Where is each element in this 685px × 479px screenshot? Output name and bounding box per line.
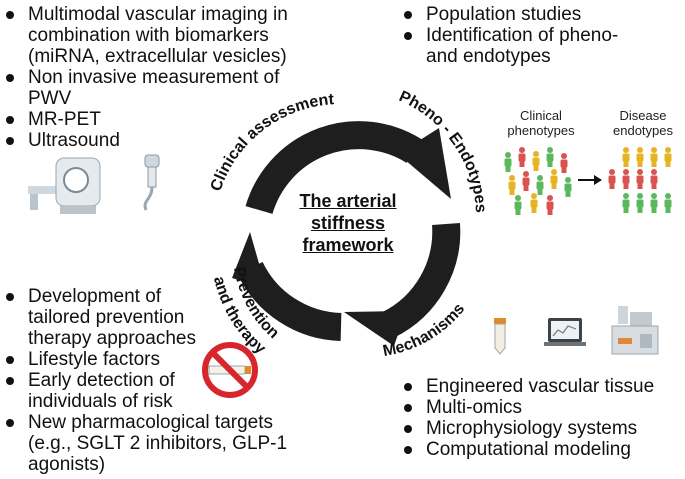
person-icon xyxy=(518,147,526,167)
clinical-assessment-list: Multimodal vascular imaging in combinati… xyxy=(4,4,334,151)
phenotype-arrow-icon xyxy=(578,175,602,185)
pheno-endotypes-list: Population studies Identification of phe… xyxy=(402,4,682,67)
list-item: Ultrasound xyxy=(4,130,334,151)
lab-instrument-icon xyxy=(611,306,659,355)
center-title: The arterial stiffness framework xyxy=(299,191,397,255)
arrowhead-mechanisms xyxy=(344,311,406,346)
list-item: Early detection of individuals of risk xyxy=(4,370,344,412)
list-item: Identification of pheno- and endotypes xyxy=(402,25,682,67)
person-icon xyxy=(508,175,516,195)
disease-endotypes-crowd xyxy=(608,147,672,213)
arrowhead-pheno xyxy=(398,128,451,199)
list-item: MR-PET xyxy=(4,109,334,130)
person-icon xyxy=(546,147,554,167)
list-item: Lifestyle factors xyxy=(4,349,344,370)
person-icon xyxy=(622,169,630,189)
arrowhead-prevention xyxy=(232,232,266,288)
person-icon xyxy=(522,171,530,191)
person-icon xyxy=(546,195,554,215)
person-icon xyxy=(650,147,658,167)
person-icon xyxy=(622,147,630,167)
list-item: Development of tailored prevention thera… xyxy=(4,286,344,349)
person-icon xyxy=(550,169,558,189)
person-icon xyxy=(622,193,630,213)
cycle-arrows xyxy=(232,121,461,346)
list-item: Computational modeling xyxy=(402,439,682,460)
list-item: Population studies xyxy=(402,4,682,25)
list-item: Multi-omics xyxy=(402,397,682,418)
list-item: Non invasive measurement of PWV xyxy=(4,67,334,109)
no-smoking-icon xyxy=(202,342,258,398)
person-icon xyxy=(650,193,658,213)
arrow-clinical-to-pheno xyxy=(245,121,422,215)
person-icon xyxy=(514,195,522,215)
ct-scanner-icon xyxy=(28,157,101,214)
mechanisms-list: Engineered vascular tissue Multi-omics M… xyxy=(402,376,682,460)
person-icon xyxy=(560,153,568,173)
person-icon xyxy=(664,147,672,167)
ultrasound-probe-icon xyxy=(143,154,160,211)
list-item: Engineered vascular tissue xyxy=(402,376,682,397)
person-icon xyxy=(532,151,540,171)
person-icon xyxy=(504,152,512,172)
person-icon xyxy=(564,177,572,197)
laptop-icon xyxy=(544,318,586,346)
list-item: Microphysiology systems xyxy=(402,418,682,439)
person-icon xyxy=(636,147,644,167)
person-icon xyxy=(664,193,672,213)
prevention-therapy-list: Development of tailored prevention thera… xyxy=(4,286,344,475)
disease-endotypes-label: Disease endotypes xyxy=(613,108,673,138)
list-item: New pharmacological targets (e.g., SGLT … xyxy=(4,412,344,475)
person-icon xyxy=(650,169,658,189)
person-icon xyxy=(608,169,616,189)
list-item: Multimodal vascular imaging in combinati… xyxy=(4,4,334,67)
test-tube-icon xyxy=(494,318,506,355)
person-icon xyxy=(636,169,644,189)
clinical-phenotypes-crowd xyxy=(504,147,572,215)
person-icon xyxy=(636,193,644,213)
person-icon xyxy=(530,193,538,213)
clinical-phenotypes-label: Clinical phenotypes xyxy=(507,108,575,138)
person-icon xyxy=(536,175,544,195)
